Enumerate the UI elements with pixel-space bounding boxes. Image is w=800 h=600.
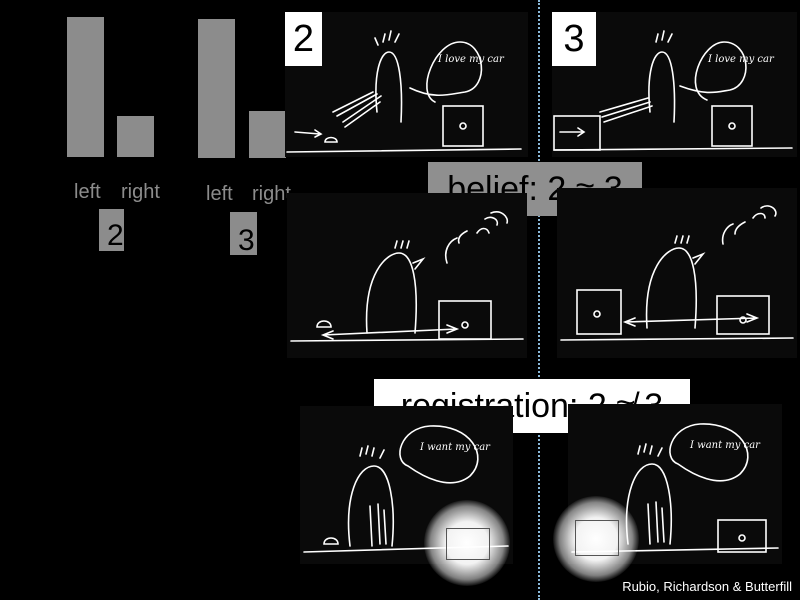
bar-label-left: left [206, 183, 233, 205]
speech-want-2: I want my car [419, 442, 491, 453]
bar-label-right: right [252, 183, 291, 205]
speech-want-3: I want my car [689, 440, 761, 451]
bar-label-left: left [74, 181, 101, 203]
highlight-glow-3 [553, 496, 639, 582]
comic-panel-3-belief [557, 188, 797, 358]
credit-text: Rubio, Richardson & Butterfill [622, 579, 792, 594]
bar-left-condition-2 [67, 17, 104, 157]
bar-right-condition-2 [117, 116, 154, 157]
speech-love-2: I love my car [437, 54, 505, 65]
column-divider [538, 0, 540, 600]
speech-love-3: I love my car [707, 54, 775, 65]
bar-right-condition-3 [249, 111, 286, 158]
box-icon-2 [446, 528, 490, 560]
condition-2-label: 2 [107, 219, 124, 252]
condition-2-box: 2 [99, 209, 124, 251]
box-icon-3 [575, 520, 619, 556]
highlight-glow-2 [424, 500, 510, 586]
bar-label-right: right [121, 181, 160, 203]
condition-3-label: 3 [238, 224, 255, 257]
comic-panel-2-love: I love my car [285, 12, 528, 157]
comic-panel-2-belief [287, 193, 527, 358]
condition-3-box: 3 [230, 212, 257, 257]
panel-header-3: 3 [552, 12, 596, 66]
panel-header-2: 2 [285, 12, 322, 66]
bar-left-condition-3 [198, 19, 235, 158]
